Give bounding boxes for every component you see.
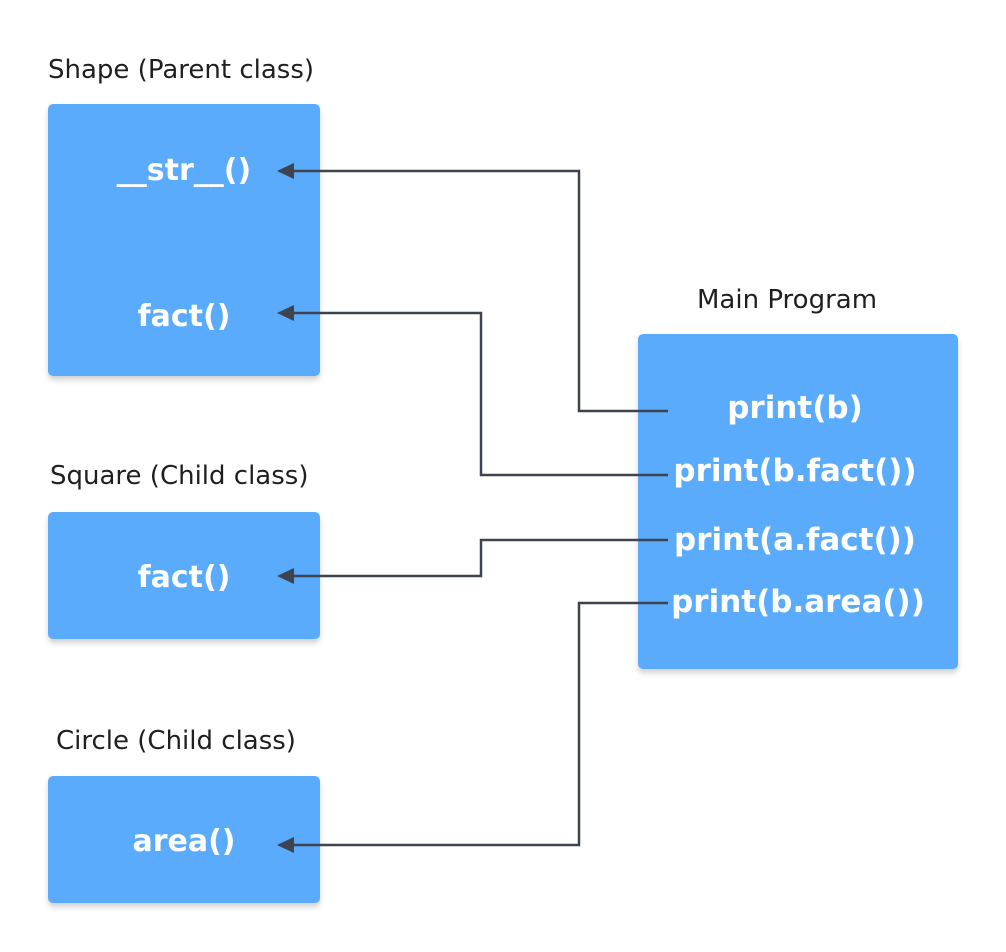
main-line-print-b-fact: print(b.fact()) (673, 453, 917, 489)
circle-class-box (48, 776, 320, 903)
shape-str-method: __str__() (116, 153, 252, 188)
square-class-label: Square (Child class) (50, 461, 309, 491)
main-line-print-a-fact: print(a.fact()) (674, 522, 916, 558)
square-class-box (48, 512, 320, 639)
main-line-print-b: print(b) (727, 390, 863, 426)
connector-print-b-to-str (277, 163, 668, 413)
arrowhead-icon (277, 568, 294, 584)
main-line-print-b-area: print(b.area()) (671, 584, 925, 620)
connector-print-b-fact-to-shape-fact (277, 305, 668, 477)
arrowhead-icon (277, 837, 294, 853)
shape-fact-method: fact() (137, 299, 231, 334)
arrowhead-icon (277, 305, 294, 321)
shape-class-box (48, 104, 320, 376)
circle-class-label: Circle (Child class) (56, 726, 296, 756)
connector-print-b-area-to-circle-area (277, 601, 668, 853)
square-fact-method: fact() (137, 560, 231, 595)
connector-print-a-fact-to-square-fact (277, 538, 668, 584)
arrowhead-icon (277, 163, 294, 179)
circle-area-method: area() (132, 824, 236, 859)
shape-class-label: Shape (Parent class) (48, 55, 315, 85)
main-program-box (638, 334, 958, 669)
main-program-label: Main Program (697, 285, 878, 315)
